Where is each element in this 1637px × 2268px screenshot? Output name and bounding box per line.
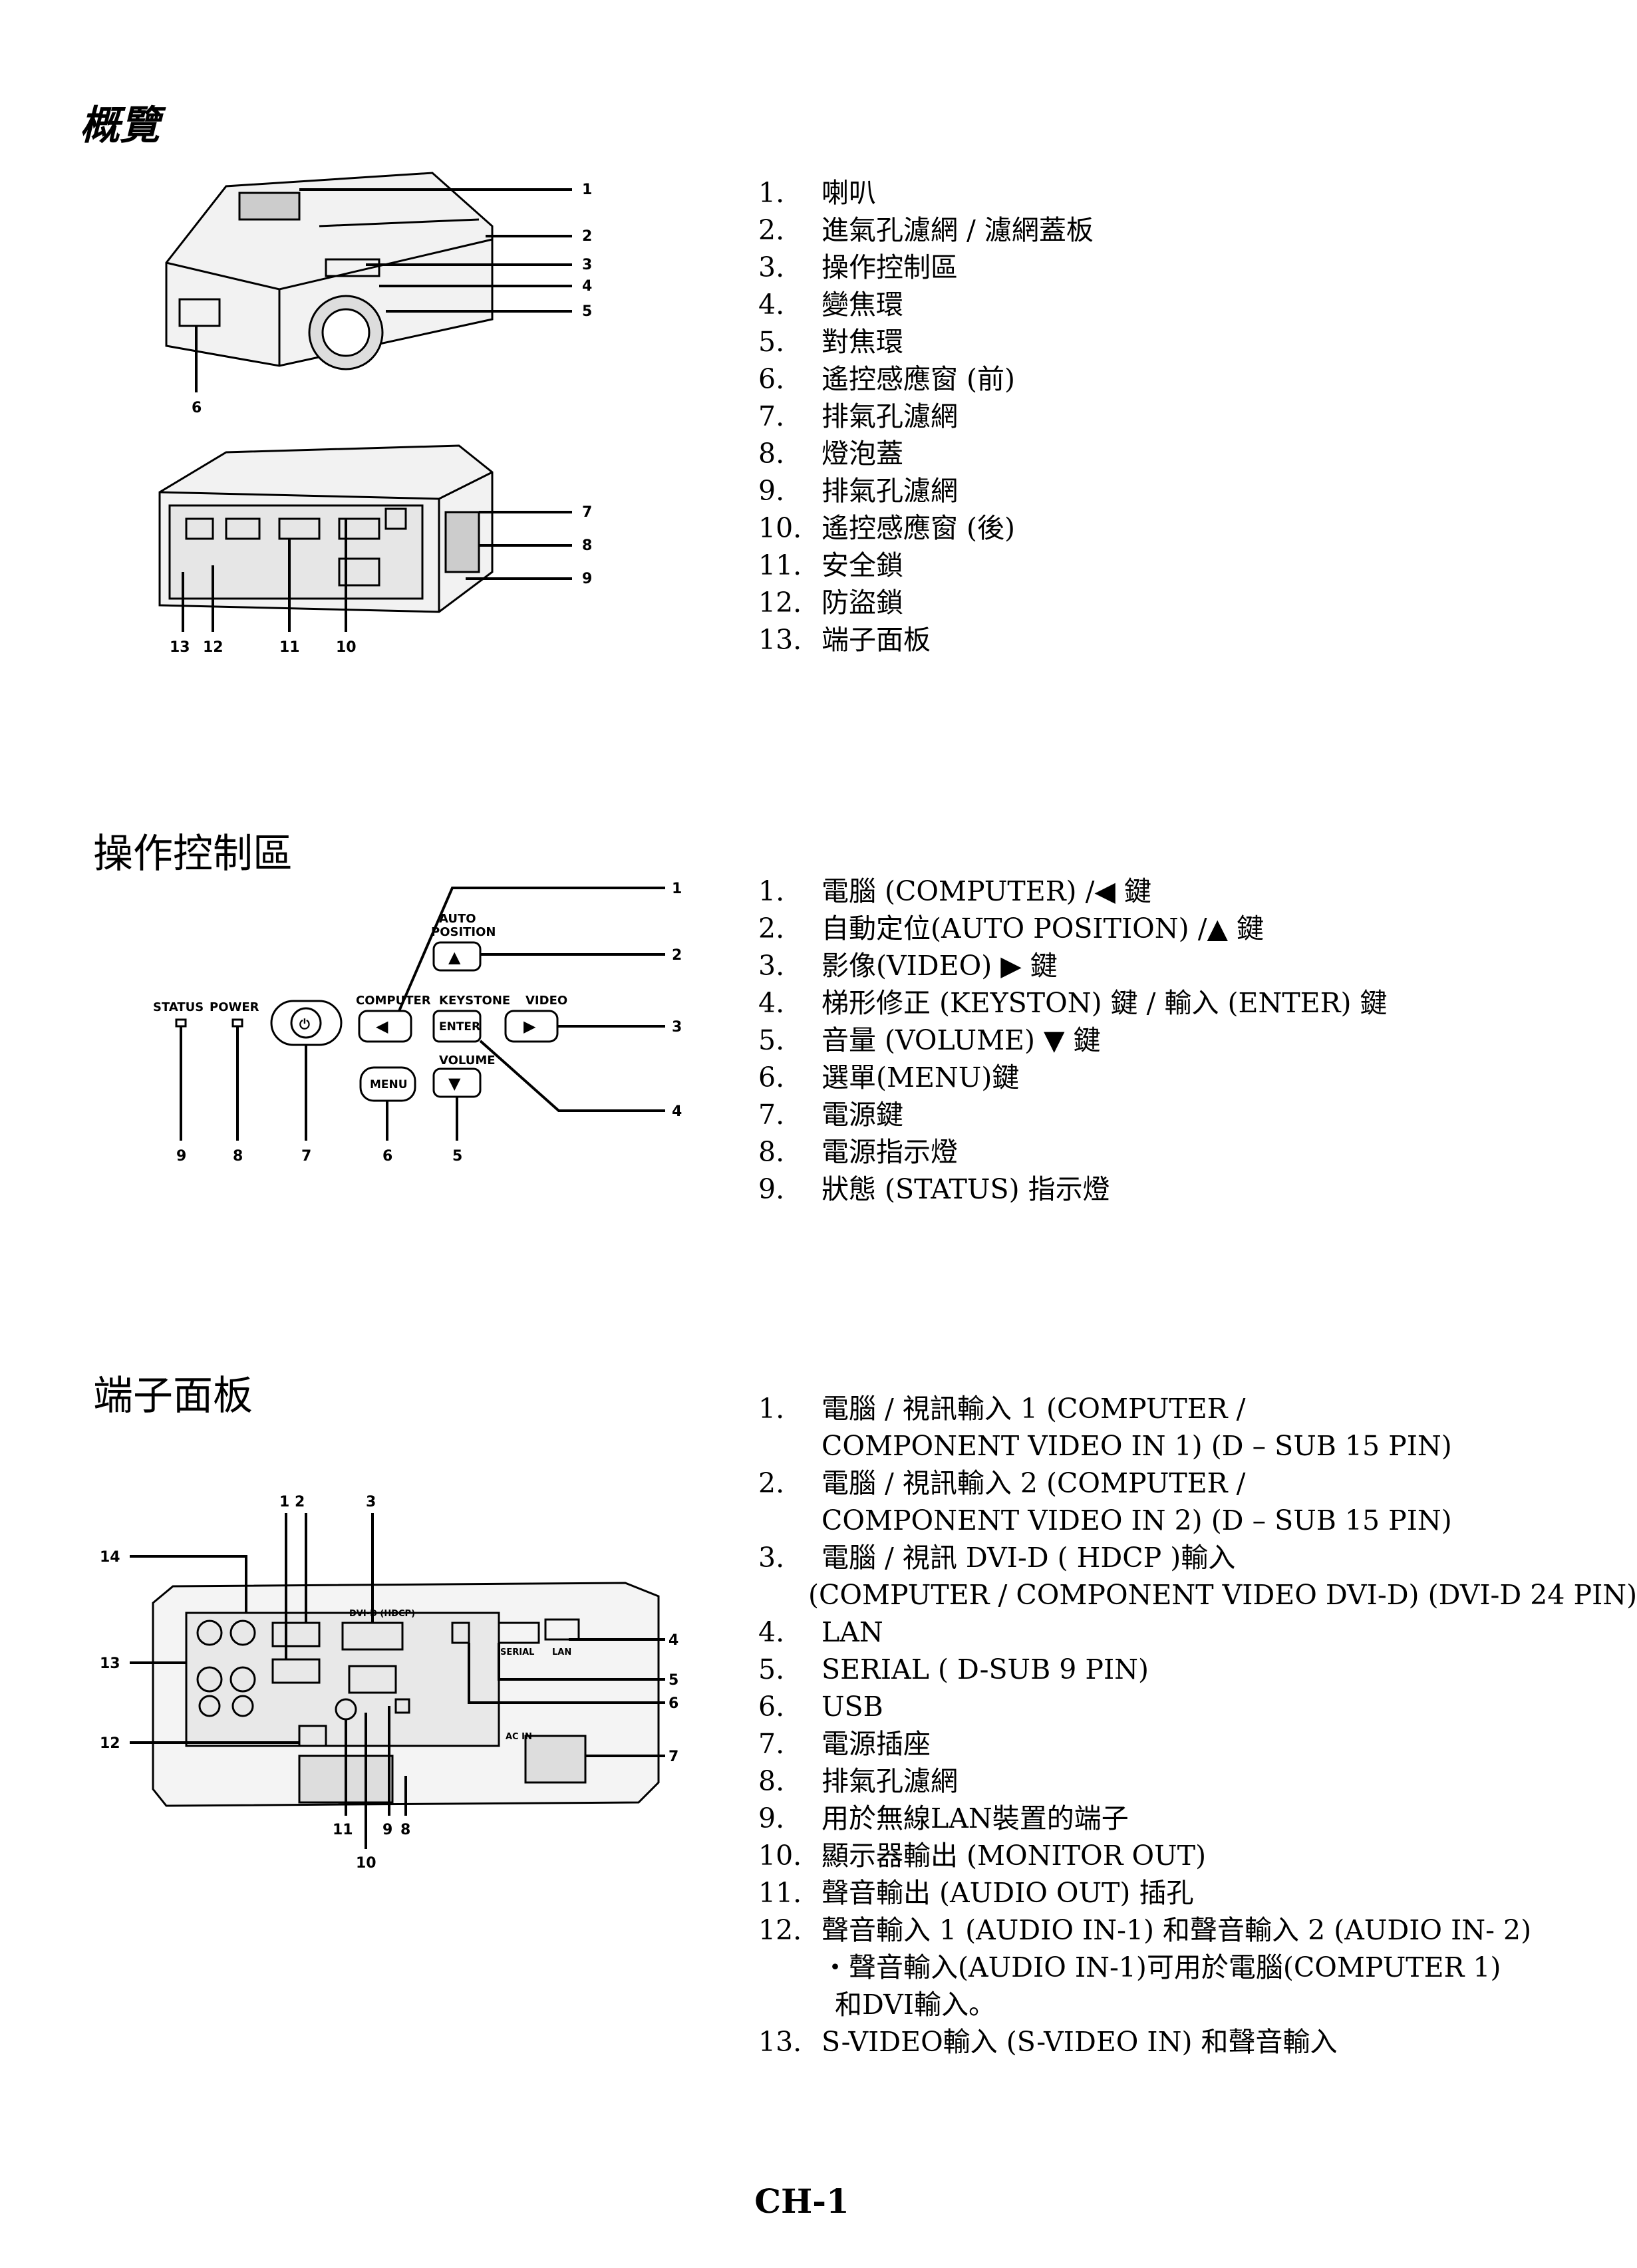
projector-front-diagram: 1 2 3 4 5 6	[146, 146, 625, 428]
control-callout-3: 3	[672, 1019, 682, 1036]
menu-button[interactable]: MENU	[370, 1078, 408, 1091]
position-label: POSITION	[431, 925, 496, 939]
control-callout-9: 9	[176, 1148, 186, 1165]
front-callout-5: 5	[582, 303, 592, 320]
front-callout-1: 1	[582, 182, 592, 198]
computer-label: COMPUTER	[356, 994, 431, 1008]
terminal-callout-9: 9	[382, 1822, 392, 1838]
terminal-panel-diagram: AC IN LAN SERIAL DVI-D (HDCP) 1 2 3 14 1	[93, 1483, 705, 1905]
terminal-heading: 端子面板	[93, 1373, 253, 1419]
serial-port-label: SERIAL	[500, 1647, 534, 1657]
terminal-callout-4: 4	[669, 1632, 678, 1649]
overview-heading: 概覽	[80, 102, 160, 149]
terminal-callout-5: 5	[669, 1672, 678, 1689]
control-callout-7: 7	[301, 1148, 311, 1165]
lan-port-label: LAN	[552, 1647, 571, 1657]
projector-rear-diagram: 7 8 9 13 12 11 10	[146, 439, 625, 668]
terminal-callout-14: 14	[100, 1549, 120, 1566]
front-callout-4: 4	[582, 278, 592, 295]
rear-callout-10: 10	[336, 639, 357, 656]
terminal-callout-13: 13	[100, 1655, 120, 1672]
status-label: STATUS	[153, 1000, 204, 1014]
front-callout-2: 2	[582, 228, 592, 245]
control-callout-1: 1	[672, 881, 682, 897]
control-callout-4: 4	[672, 1103, 682, 1120]
rear-callout-8: 8	[582, 537, 592, 554]
front-callout-6: 6	[192, 400, 202, 416]
terminal-callout-10: 10	[356, 1855, 376, 1872]
dvi-port-label: DVI-D (HDCP)	[349, 1609, 415, 1619]
page-number: CH-1	[754, 2182, 849, 2221]
control-callout-8: 8	[233, 1148, 243, 1165]
control-heading: 操作控制區	[93, 831, 293, 877]
left-arrow-icon[interactable]: ◀	[376, 1017, 388, 1036]
control-panel-diagram: STATUS POWER AUTO POSITION COMPUTER KEYS…	[146, 875, 692, 1170]
rear-callout-12: 12	[203, 639, 223, 656]
right-arrow-icon[interactable]: ▶	[523, 1017, 536, 1036]
rear-callout-13: 13	[170, 639, 190, 656]
rear-callout-7: 7	[582, 504, 592, 521]
power-label: POWER	[210, 1000, 259, 1014]
front-callout-3: 3	[582, 257, 592, 273]
rear-callout-9: 9	[582, 571, 592, 587]
power-icon[interactable]: ⏻	[299, 1016, 310, 1032]
terminal-callout-1-2: 1 2	[279, 1494, 305, 1510]
up-arrow-icon[interactable]: ▲	[448, 948, 461, 966]
rear-callout-11: 11	[279, 639, 300, 656]
down-arrow-icon[interactable]: ▼	[448, 1074, 461, 1093]
terminal-callout-11: 11	[333, 1822, 353, 1838]
terminal-callout-6: 6	[669, 1695, 678, 1712]
video-label: VIDEO	[525, 994, 567, 1008]
enter-button[interactable]: ENTER	[439, 1020, 480, 1034]
control-callout-5: 5	[452, 1148, 462, 1165]
terminal-callout-7: 7	[669, 1749, 678, 1765]
terminal-callout-8: 8	[400, 1822, 410, 1838]
control-callout-6: 6	[382, 1148, 392, 1165]
terminal-callout-12: 12	[100, 1735, 120, 1752]
terminal-callout-3: 3	[366, 1494, 376, 1510]
keystone-label: KEYSTONE	[439, 994, 510, 1008]
volume-label: VOLUME	[439, 1054, 496, 1067]
control-callout-2: 2	[672, 947, 682, 964]
ac-in-label: AC IN	[506, 1732, 532, 1742]
auto-label: AUTO	[439, 912, 476, 926]
